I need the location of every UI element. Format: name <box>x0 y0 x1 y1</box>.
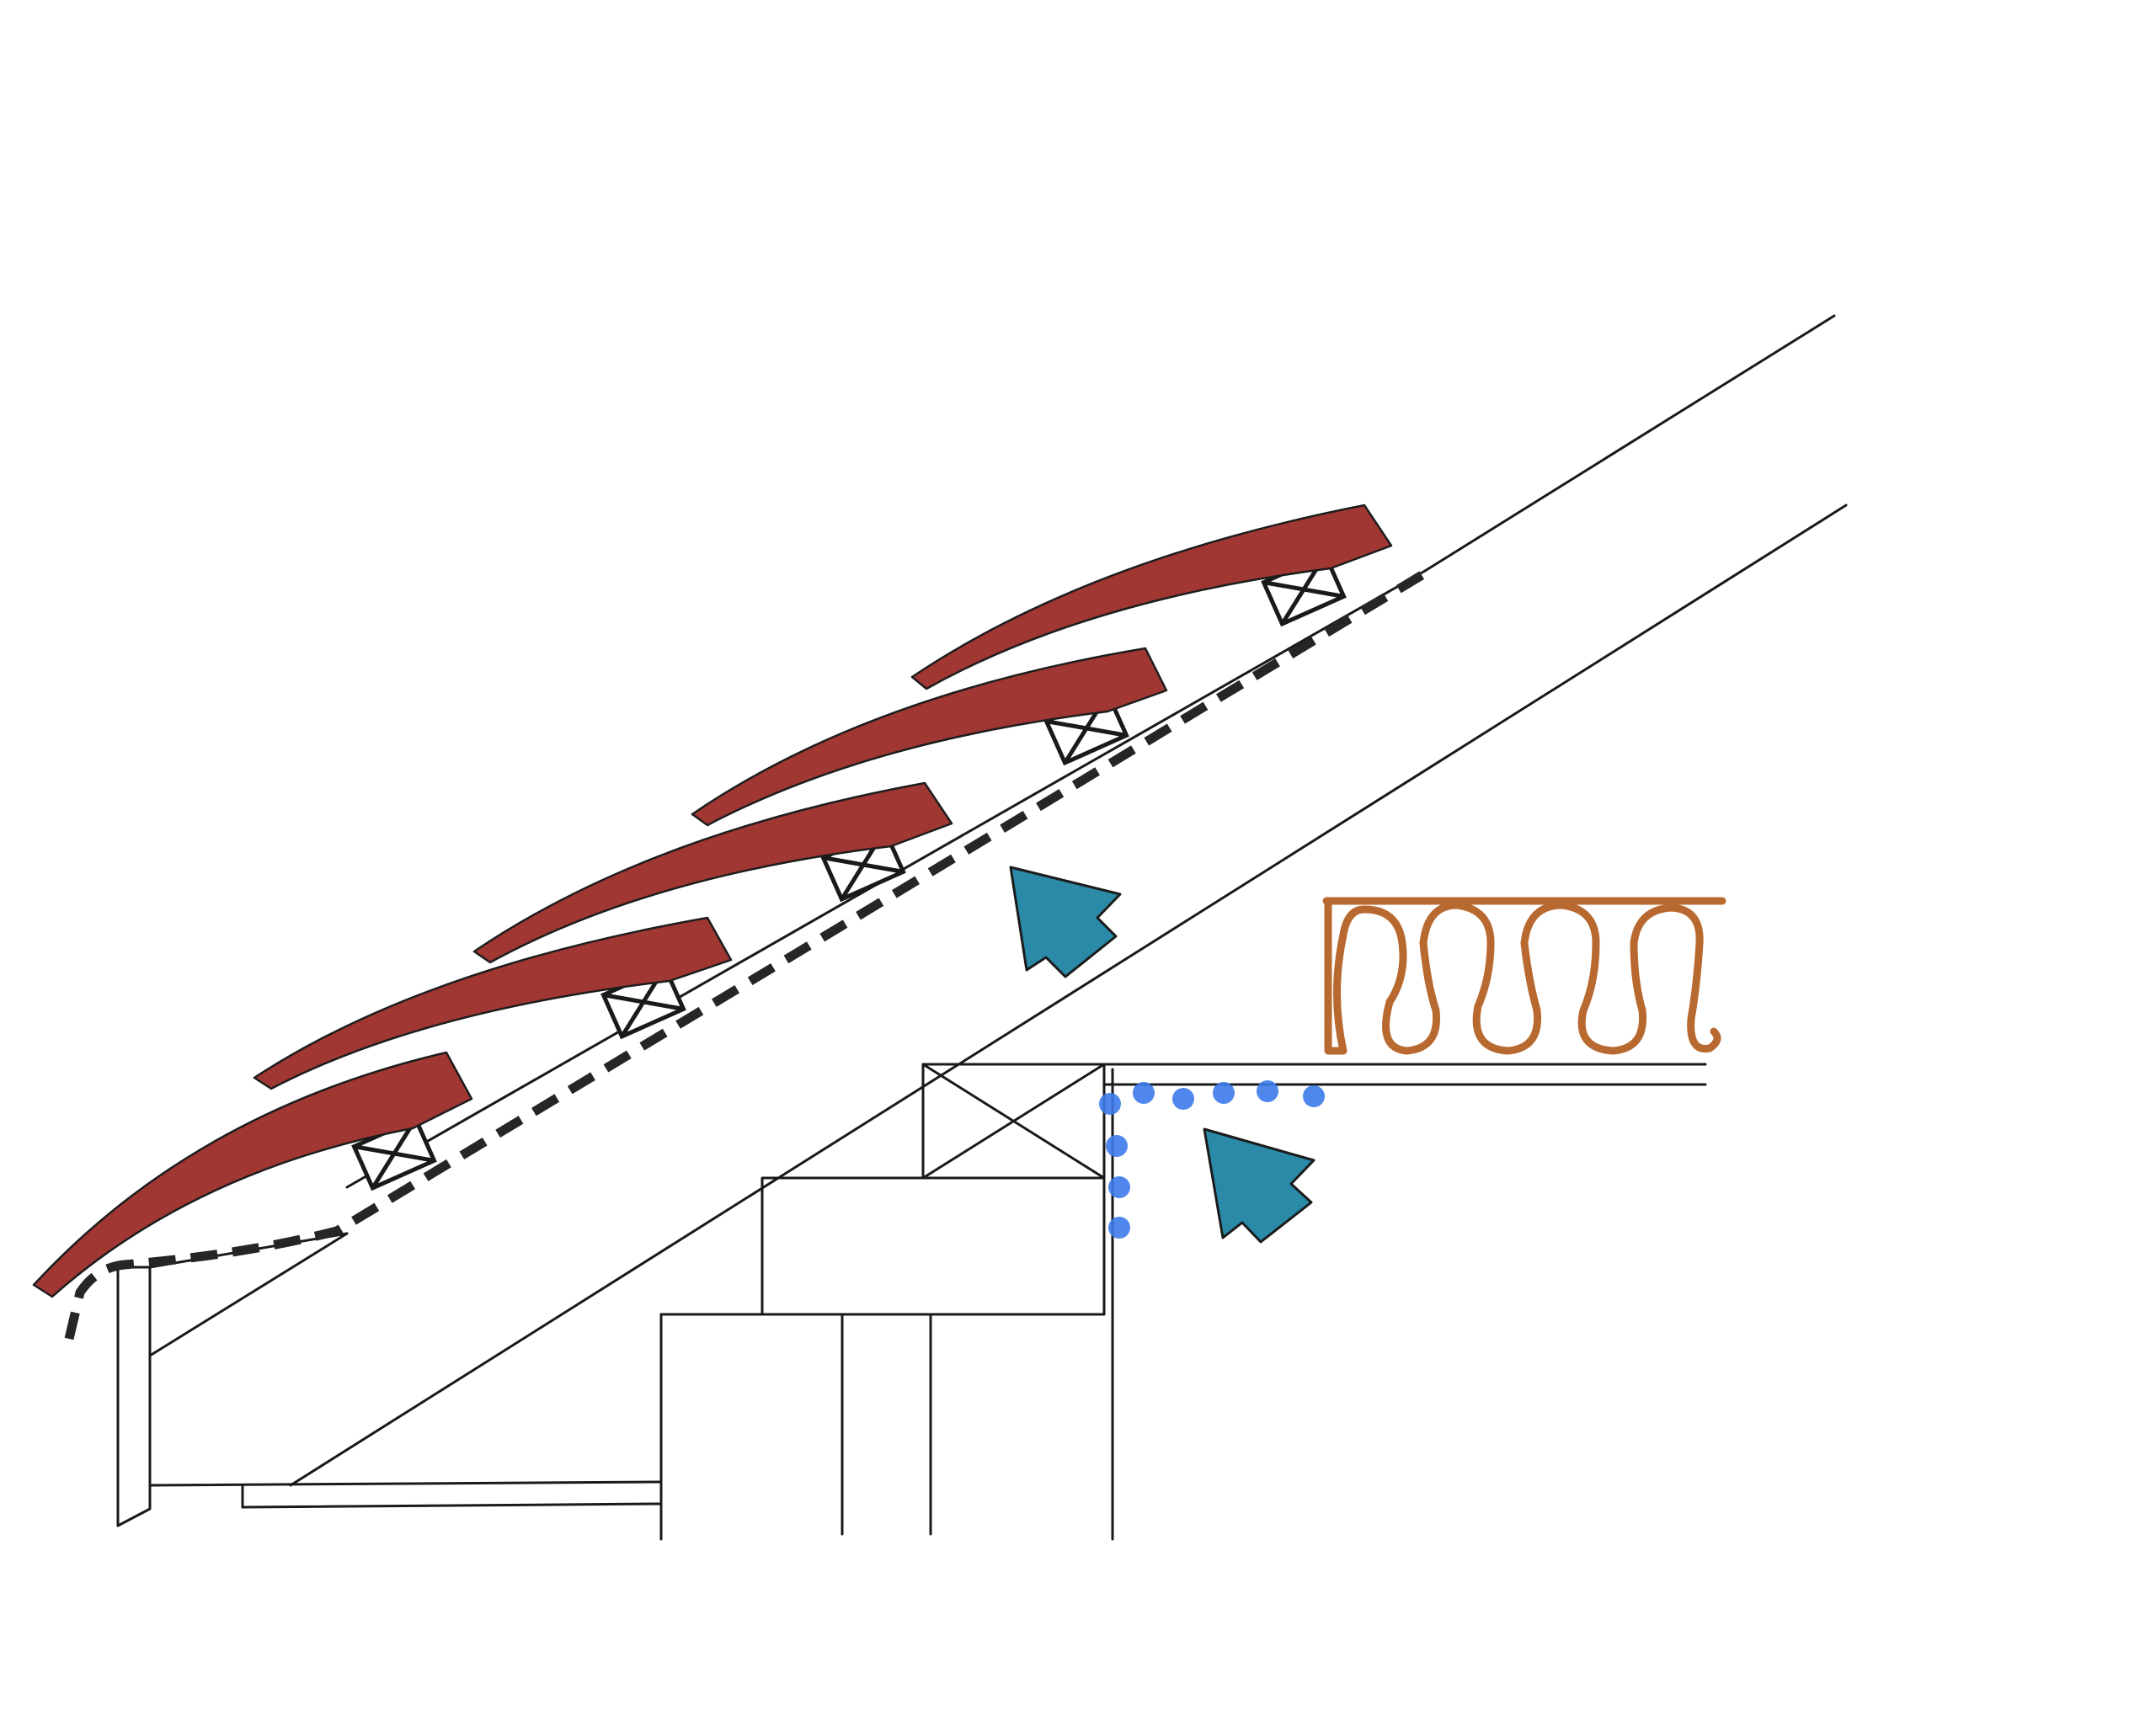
air-dot <box>1108 1217 1130 1239</box>
ventilation-gap <box>1099 1080 1325 1239</box>
fascia-slope <box>148 1232 349 1357</box>
underlay-membrane <box>64 565 1434 1340</box>
battens <box>351 552 1347 1191</box>
soffit <box>148 1480 663 1509</box>
fascia-board <box>116 1232 349 1527</box>
rafter-top-line <box>1423 314 1836 573</box>
airflow-arrow-icon <box>1009 866 1122 978</box>
rafter-lower-line <box>289 504 1848 1487</box>
air-dot <box>1106 1135 1128 1157</box>
wall-plate <box>921 1063 1106 1180</box>
tile-icon <box>32 1051 473 1298</box>
air-dot <box>1133 1082 1155 1104</box>
air-dot <box>1108 1176 1130 1198</box>
roof-tiles <box>32 504 1393 1298</box>
insulation-loops <box>1324 897 1721 1055</box>
tile-icon <box>253 916 733 1090</box>
fascia-front <box>116 1266 152 1527</box>
air-dot <box>1099 1093 1121 1115</box>
soffit-upper-line <box>148 1480 663 1487</box>
tile-icon <box>691 647 1168 827</box>
ceiling-joist <box>1102 1063 1707 1086</box>
air-dot <box>1257 1080 1278 1102</box>
airflow-arrows <box>1009 866 1315 1244</box>
tile-icon <box>910 504 1393 690</box>
tile-icon <box>472 781 953 964</box>
soffit-lower-line <box>241 1502 663 1509</box>
air-dot <box>1303 1085 1325 1107</box>
air-dot <box>1172 1088 1194 1110</box>
rafters <box>289 314 1848 1487</box>
airflow-arrow-icon <box>1203 1127 1315 1244</box>
air-dot <box>1213 1082 1235 1104</box>
top-plate <box>760 1176 1106 1316</box>
wall-plate-cross-b <box>921 1063 1106 1180</box>
insulation <box>1322 897 1726 1055</box>
